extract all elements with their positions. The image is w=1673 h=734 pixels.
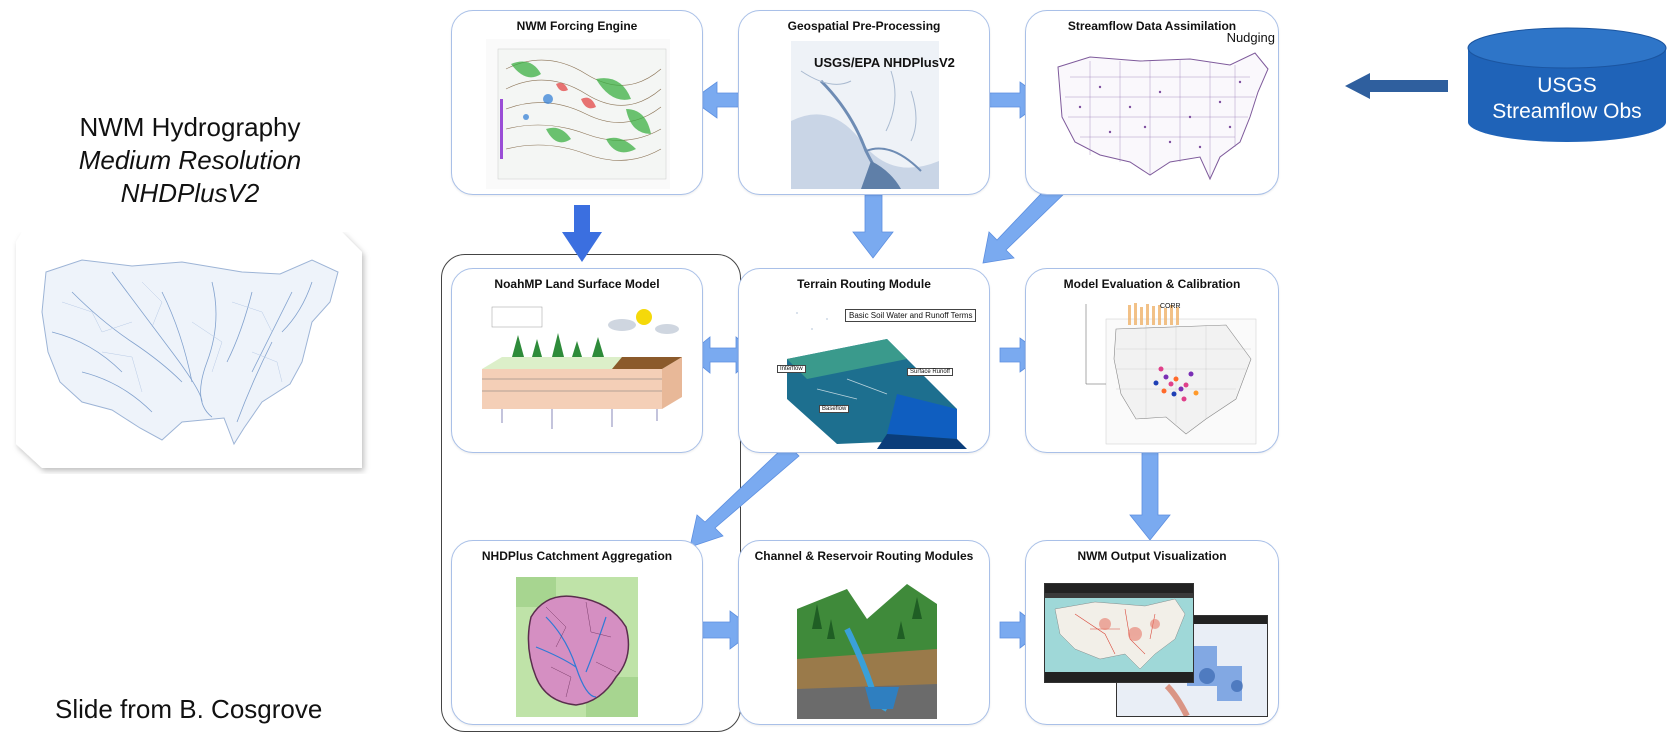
channel-terrain-image bbox=[787, 569, 947, 719]
usgs-db-line1: USGS bbox=[1537, 74, 1597, 97]
arrow-eval-to-output bbox=[1129, 449, 1171, 541]
output-screenshot-front bbox=[1044, 583, 1194, 683]
terrain-title: Terrain Routing Module bbox=[797, 277, 931, 291]
hydrography-title: NWM Hydrography Medium Resolution NHDPlu… bbox=[40, 111, 340, 210]
arrow-terrain-to-catch bbox=[689, 443, 800, 548]
evaluation-map bbox=[1066, 299, 1266, 449]
box-model-evaluation: Model Evaluation & Calibration CORR bbox=[1025, 268, 1279, 453]
assimilation-title: Streamflow Data Assimilation bbox=[1067, 19, 1237, 33]
output-title: NWM Output Visualization bbox=[1077, 549, 1227, 563]
noahmp-title: NoahMP Land Surface Model bbox=[494, 277, 660, 291]
hydrography-line1: NWM Hydrography bbox=[79, 112, 301, 142]
box-output-visualization: NWM Output Visualization bbox=[1025, 540, 1279, 725]
terrain-diagram bbox=[767, 299, 967, 449]
database-icon bbox=[1467, 27, 1667, 142]
hydrography-map-card bbox=[12, 232, 372, 474]
channel-title: Channel & Reservoir Routing Modules bbox=[754, 549, 974, 563]
noahmp-diagram bbox=[472, 299, 686, 447]
box-forcing-engine: NWM Forcing Engine bbox=[451, 10, 703, 195]
box-channel-reservoir: Channel & Reservoir Routing Modules bbox=[738, 540, 990, 725]
box-terrain-routing: Terrain Routing Module Basic Soil Water … bbox=[738, 268, 990, 453]
hydrography-line2: Medium Resolution bbox=[78, 145, 302, 175]
usgs-db-line2: Streamflow Obs bbox=[1492, 100, 1642, 123]
evaluation-title: Model Evaluation & Calibration bbox=[1063, 277, 1241, 291]
usgs-database: USGS Streamflow Obs bbox=[1462, 26, 1672, 144]
baseflow-label: Baseflow bbox=[819, 405, 850, 413]
arrow-assim-to-terrain bbox=[982, 176, 1070, 264]
corr-label: CORR bbox=[1160, 303, 1181, 310]
credit-text: Slide from B. Cosgrove bbox=[55, 694, 323, 724]
forcing-weather-map bbox=[486, 39, 670, 189]
interflow-label: Interflow bbox=[777, 365, 806, 373]
terrain-diagram-label: Basic Soil Water and Runoff Terms bbox=[845, 309, 977, 322]
surface-runoff-label: Surface Runoff bbox=[907, 368, 953, 376]
nhdplus-label: USGS/EPA NHDPlusV2 bbox=[814, 55, 955, 70]
box-catchment-aggregation: NHDPlus Catchment Aggregation bbox=[451, 540, 703, 725]
arrow-forcing-to-noah bbox=[562, 205, 602, 262]
box-geospatial: Geospatial Pre-Processing USGS/EPA NHDPl… bbox=[738, 10, 990, 195]
geospatial-terrain-image bbox=[791, 41, 939, 189]
box-streamflow-assimilation: Streamflow Data Assimilation Nudging bbox=[1025, 10, 1279, 195]
catchment-map bbox=[516, 577, 638, 717]
catchment-title: NHDPlus Catchment Aggregation bbox=[481, 549, 673, 563]
arrow-geo-to-terrain bbox=[852, 194, 894, 259]
forcing-engine-title: NWM Forcing Engine bbox=[516, 19, 638, 33]
assimilation-us-map bbox=[1050, 47, 1270, 187]
hydrography-line3: NHDPlusV2 bbox=[120, 178, 260, 208]
box-noahmp: NoahMP Land Surface Model bbox=[451, 268, 703, 453]
nudging-label: Nudging bbox=[1226, 30, 1275, 45]
geospatial-title: Geospatial Pre-Processing bbox=[787, 19, 941, 33]
hydrography-map-image bbox=[16, 232, 362, 468]
arrow-usgs-to-assim bbox=[1345, 73, 1448, 99]
